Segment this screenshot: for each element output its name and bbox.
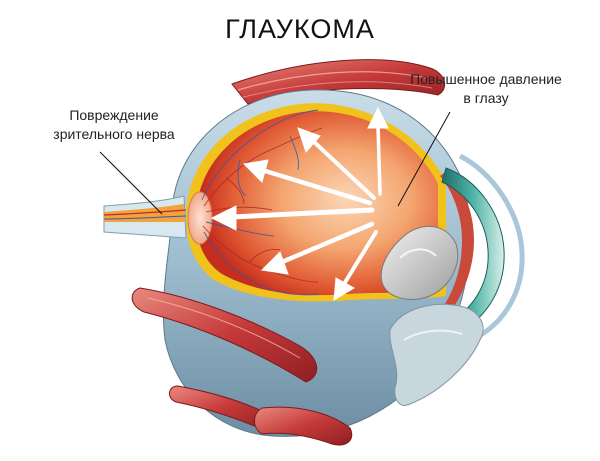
- optic-nerve-damage-label-line2: зрительного нерва: [53, 126, 175, 142]
- optic-nerve-damage-label-line1: Повреждение: [69, 107, 159, 123]
- lens: [380, 225, 459, 300]
- intraocular-pressure-label-line2: в глазу: [463, 90, 509, 106]
- pressure-arrows: [210, 106, 389, 301]
- optic-nerve-damage-label: Повреждение зрительного нерва: [34, 106, 194, 144]
- eyelid: [389, 303, 484, 406]
- bottom-muscle: [254, 406, 353, 446]
- intraocular-pressure-label: Повышенное давление в глазу: [398, 70, 574, 108]
- page-title: ГЛАУКОМА: [225, 14, 375, 44]
- nerve-leader-line: [99, 151, 163, 215]
- intraocular-pressure-label-line1: Повышенное давление: [410, 71, 562, 87]
- iris: [438, 170, 474, 318]
- inferior-muscle: [131, 287, 317, 383]
- pressure-leader-line: [397, 111, 451, 207]
